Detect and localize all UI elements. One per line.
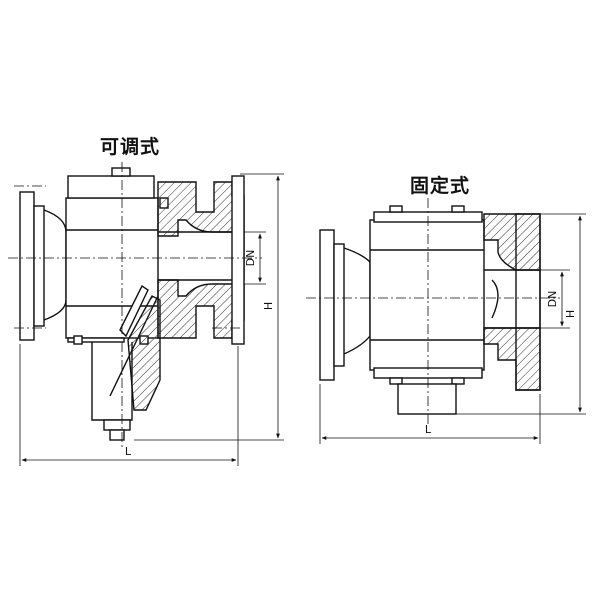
adjustable-dim-dn-label: DN (244, 250, 257, 267)
adjustable-dim-length-label: L (125, 445, 132, 458)
fixed-dimensions (319, 213, 586, 444)
adjustable-dim-height-label: H (262, 302, 275, 310)
adjustable-valve-body (19, 167, 245, 441)
fixed-dim-dn-label: DN (546, 291, 559, 308)
adjustable-type-title: 可调式 (100, 136, 161, 158)
adjustable-centerlines (8, 162, 262, 450)
fixed-dim-height-label: H (564, 310, 577, 318)
fixed-centerlines (306, 198, 560, 424)
adjustable-dimensions (19, 173, 284, 466)
fixed-dim-length-label: L (425, 423, 432, 436)
fixed-type-title: 固定式 (410, 175, 471, 197)
fixed-valve-body (319, 205, 541, 415)
